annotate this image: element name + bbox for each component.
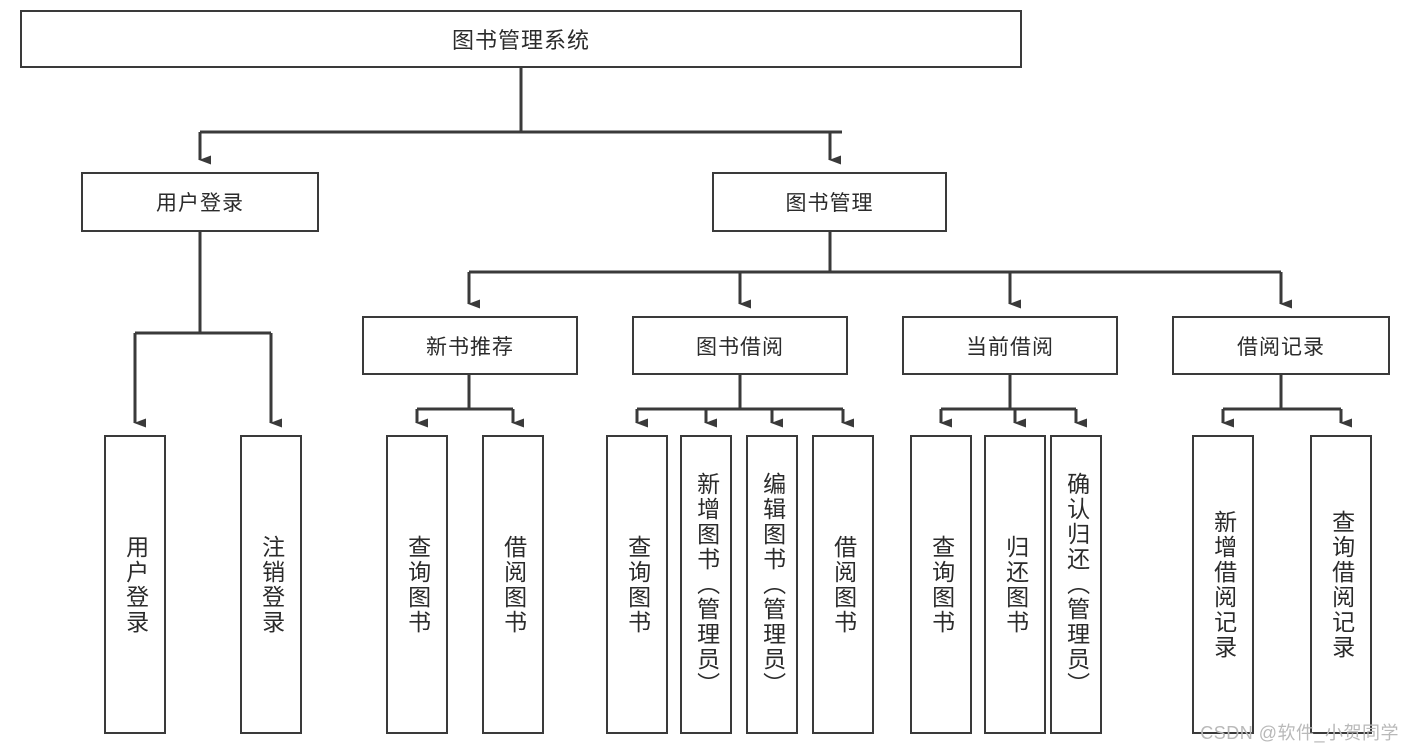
node-leaf-return-book[interactable]: 归还图书 — [984, 435, 1046, 734]
node-leaf-add-borrow-record[interactable]: 新增借阅记录 — [1192, 435, 1254, 734]
node-leaf-edit-book-admin[interactable]: 编辑图书（管理员） — [746, 435, 798, 734]
csdn-watermark: CSDN @软件_小贺同学 — [1200, 723, 1399, 743]
node-book-borrow[interactable]: 图书借阅 — [632, 316, 848, 375]
node-leaf-confirm-return-admin[interactable]: 确认归还（管理员） — [1050, 435, 1102, 734]
node-new-book-recommend[interactable]: 新书推荐 — [362, 316, 578, 375]
node-root-system[interactable]: 图书管理系统 — [20, 10, 1022, 68]
node-leaf-add-book-admin[interactable]: 新增图书（管理员） — [680, 435, 732, 734]
node-book-manage[interactable]: 图书管理 — [712, 172, 947, 232]
node-leaf-user-login[interactable]: 用户登录 — [104, 435, 166, 734]
node-leaf-query-book-borrow[interactable]: 查询图书 — [606, 435, 668, 734]
node-leaf-query-book-current[interactable]: 查询图书 — [910, 435, 972, 734]
node-leaf-query-borrow-record[interactable]: 查询借阅记录 — [1310, 435, 1372, 734]
node-leaf-user-logout[interactable]: 注销登录 — [240, 435, 302, 734]
node-current-borrow[interactable]: 当前借阅 — [902, 316, 1118, 375]
node-user-login[interactable]: 用户登录 — [81, 172, 319, 232]
node-leaf-borrow-book[interactable]: 借阅图书 — [812, 435, 874, 734]
node-borrow-record[interactable]: 借阅记录 — [1172, 316, 1390, 375]
node-leaf-query-book-recommend[interactable]: 查询图书 — [386, 435, 448, 734]
node-leaf-borrow-book-recommend[interactable]: 借阅图书 — [482, 435, 544, 734]
